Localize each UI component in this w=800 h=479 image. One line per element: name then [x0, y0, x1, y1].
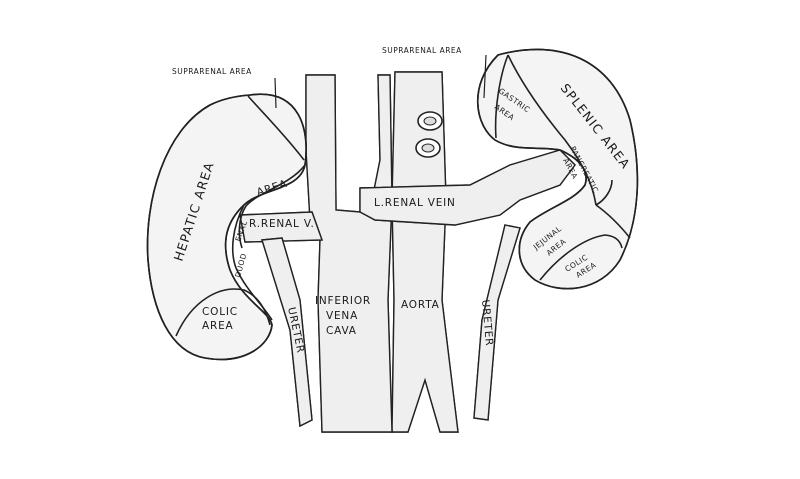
right-renal-vein: [239, 211, 323, 243]
inferior-vena-cava: [305, 74, 393, 433]
aorta: [391, 71, 459, 433]
leader-suprarenal-right: [483, 54, 487, 99]
leader-suprarenal-left: [274, 77, 277, 109]
label-duod: DUOD: [233, 252, 248, 278]
right-kidney: [146, 93, 307, 361]
label-l-renal-vein: L.RENAL VEIN: [374, 197, 456, 209]
label-colic-left-2: AREA: [202, 320, 234, 332]
label-r-renal-v: R.RENAL V.: [249, 218, 315, 230]
label-suprarenal-area-left: SUPRARENAL AREA: [172, 67, 252, 76]
label-ureter-right: URETER: [479, 299, 495, 347]
ureter-left: [261, 237, 313, 428]
left-kidney: [476, 48, 639, 290]
label-inferior: INFERIOR: [315, 295, 371, 307]
label-aorta: AORTA: [401, 299, 440, 311]
label-vena: VENA: [326, 310, 358, 322]
ureter-right: [473, 224, 521, 421]
label-cava: CAVA: [326, 325, 357, 337]
left-renal-vein: [359, 149, 576, 226]
label-colic-left-1: COLIC: [202, 306, 238, 318]
label-suprarenal-area-right: SUPRARENAL AREA: [382, 46, 462, 55]
